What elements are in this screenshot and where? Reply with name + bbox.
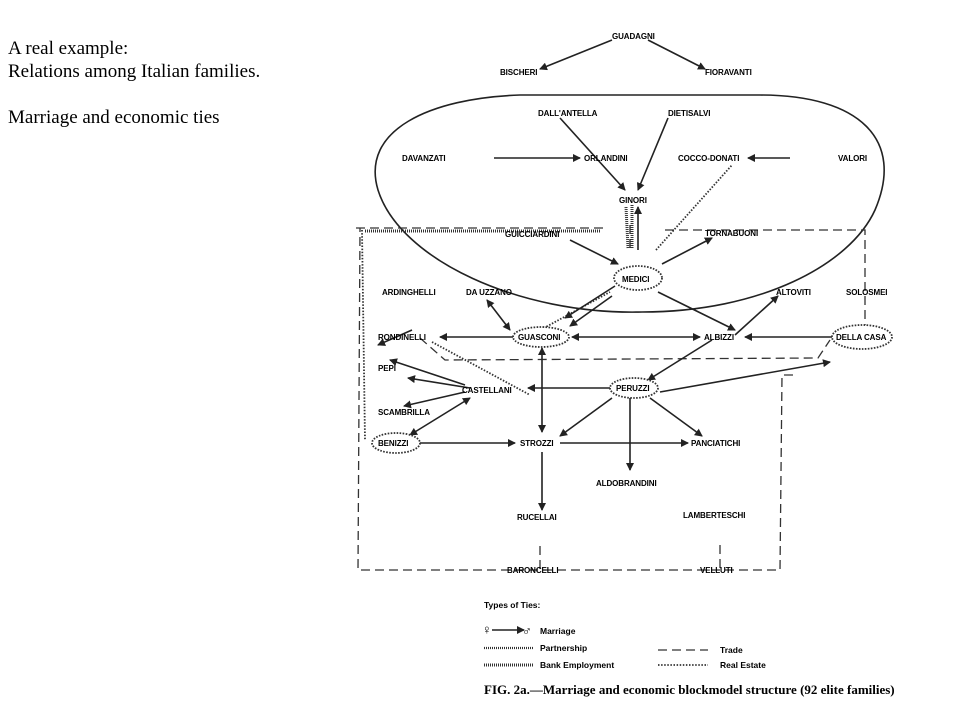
label-rondinelli: RONDINELLI	[378, 333, 426, 342]
slide-text: A real example: Relations among Italian …	[8, 37, 260, 129]
legend-partnership: Partnership	[540, 643, 587, 653]
label-guicciardini: GUICCIARDINI	[505, 230, 559, 239]
label-peruzzi: PERUZZI	[616, 384, 650, 393]
core-cluster-boundary	[374, 94, 885, 313]
label-strozzi: STROZZI	[520, 439, 554, 448]
label-guadagni: GUADAGNI	[612, 32, 655, 41]
label-lamberteschi: LAMBERTESCHI	[683, 511, 745, 520]
benizzi-oval	[371, 432, 421, 454]
label-panciatichi: PANCIATICHI	[691, 439, 740, 448]
label-dietisalvi: DIETISALVI	[668, 109, 710, 118]
marriage-ties	[377, 39, 835, 511]
label-fioravanti: FIORAVANTI	[705, 68, 752, 77]
legend-realestate: Real Estate	[720, 660, 766, 670]
dellacasa-oval	[831, 324, 893, 350]
legend-trade: Trade	[720, 645, 743, 655]
female-symbol: ♀	[482, 622, 492, 637]
legend-title: Types of Ties:	[484, 600, 541, 610]
label-benizzi: BENIZZI	[378, 439, 408, 448]
label-davanzati: DAVANZATI	[402, 154, 446, 163]
legend: Types of Ties: ♀ ♂ Marriage Partnership …	[482, 600, 766, 670]
real-estate-ties	[361, 164, 733, 441]
family-labels: GUADAGNI BISCHERI FIORAVANTI DALL'ANTELL…	[378, 32, 888, 575]
caption-fig: FIG. 2a.	[484, 682, 530, 697]
label-guasconi: GUASCONI	[518, 333, 560, 342]
label-altoviti: ALTOVITI	[776, 288, 811, 297]
label-ginori: GINORI	[619, 196, 647, 205]
label-scambrilla: SCAMBRILLA	[378, 408, 430, 417]
label-dauzzano: DA UZZANO	[466, 288, 512, 297]
label-aldobrandini: ALDOBRANDINI	[596, 479, 657, 488]
label-orlandini: ORLANDINI	[584, 154, 628, 163]
label-bischeri: BISCHERI	[500, 68, 537, 77]
trade-ties	[356, 225, 866, 571]
caption-text: —Marriage and economic blockmodel struct…	[529, 682, 895, 697]
slide-line-2: Relations among Italian families.	[8, 61, 261, 82]
label-cocco-donati: COCCO-DONATI	[678, 154, 739, 163]
label-tornabuoni: TORNABUONI	[705, 229, 758, 238]
label-rucellai: RUCELLAI	[517, 513, 557, 522]
legend-bank: Bank Employment	[540, 660, 614, 670]
slide-line-3: Marriage and economic ties	[8, 107, 220, 128]
legend-marriage: Marriage	[540, 626, 576, 636]
label-pepi: PEPI	[378, 364, 396, 373]
label-castellani: CASTELLANI	[462, 386, 512, 395]
label-baroncelli: BARONCELLI	[507, 566, 558, 575]
label-albizzi: ALBIZZI	[704, 333, 734, 342]
guasconi-oval	[512, 326, 570, 348]
label-ardinghelli: ARDINGHELLI	[382, 288, 436, 297]
slide-line-1: A real example:	[8, 38, 129, 59]
label-dallantella: DALL'ANTELLA	[538, 109, 598, 118]
label-solosmei: SOLOSMEI	[846, 288, 887, 297]
medici-oval	[613, 265, 663, 291]
label-velluti: VELLUTI	[700, 566, 733, 575]
figure-caption: FIG. 2a.—Marriage and economic blockmode…	[484, 682, 895, 697]
label-valori: VALORI	[838, 154, 867, 163]
label-medici: MEDICI	[622, 275, 649, 284]
peruzzi-oval	[609, 377, 659, 399]
bank-employment-ties	[365, 205, 634, 249]
male-symbol: ♂	[522, 623, 532, 638]
label-dellacasa: DELLA CASA	[836, 333, 887, 342]
